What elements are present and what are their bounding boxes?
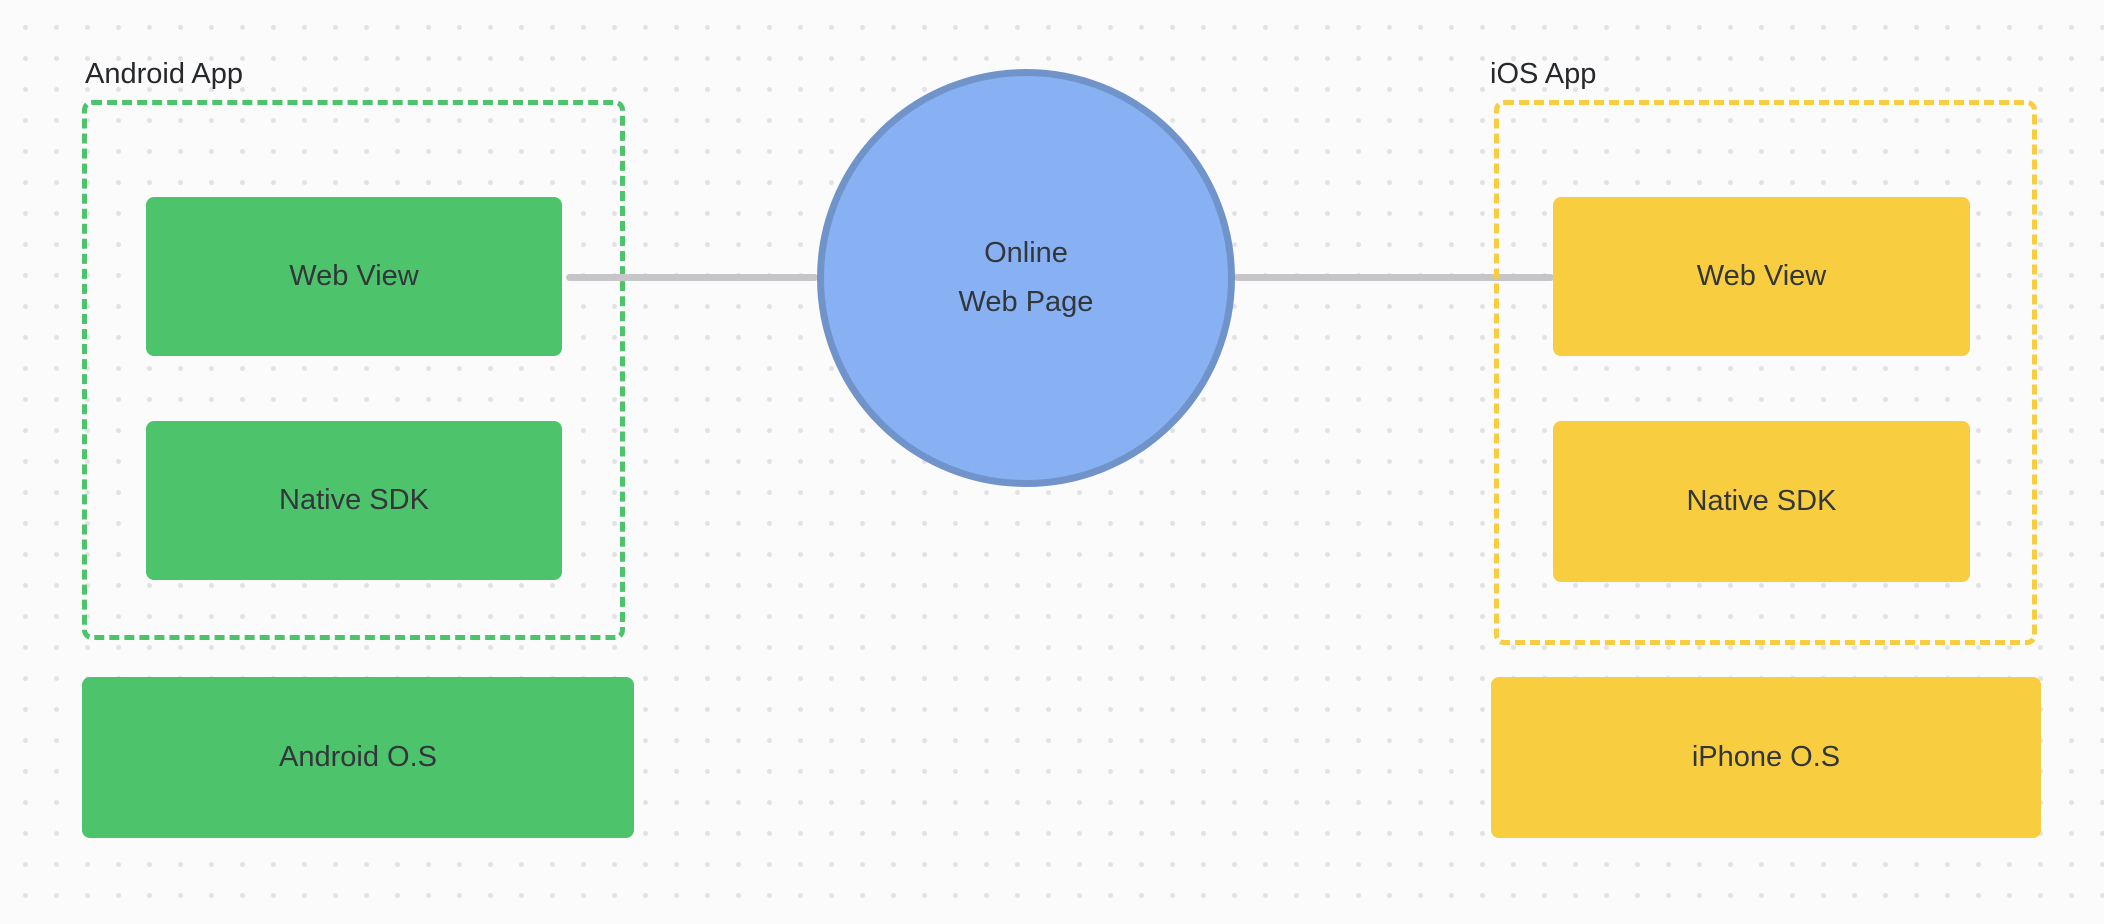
online-web-page-line2: Web Page bbox=[958, 286, 1094, 318]
ios-webview-node: Web View bbox=[1553, 197, 1970, 356]
android-webview-label: Web View bbox=[289, 260, 419, 292]
connector-android-to-circle bbox=[566, 274, 818, 281]
iphone-os-node: iPhone O.S bbox=[1491, 677, 2041, 838]
iphone-os-label: iPhone O.S bbox=[1691, 741, 1841, 773]
ios-native-sdk-label: Native SDK bbox=[1686, 485, 1837, 517]
android-native-sdk-label: Native SDK bbox=[279, 484, 429, 516]
android-os-label: Android O.S bbox=[279, 741, 437, 773]
android-group-label: Android App bbox=[85, 58, 244, 90]
android-group-frame bbox=[82, 100, 625, 640]
ios-group-label: iOS App bbox=[1490, 58, 1597, 90]
online-web-page-line1: Online bbox=[984, 237, 1068, 269]
connector-circle-to-ios bbox=[1234, 274, 1554, 281]
ios-group-frame bbox=[1494, 100, 2037, 645]
ios-native-sdk-node: Native SDK bbox=[1553, 421, 1970, 582]
online-web-page-circle: Online Web Page bbox=[817, 69, 1235, 487]
android-os-node: Android O.S bbox=[82, 677, 634, 838]
android-native-sdk-node: Native SDK bbox=[146, 421, 562, 580]
android-webview-node: Web View bbox=[146, 197, 562, 356]
ios-webview-label: Web View bbox=[1696, 260, 1827, 292]
